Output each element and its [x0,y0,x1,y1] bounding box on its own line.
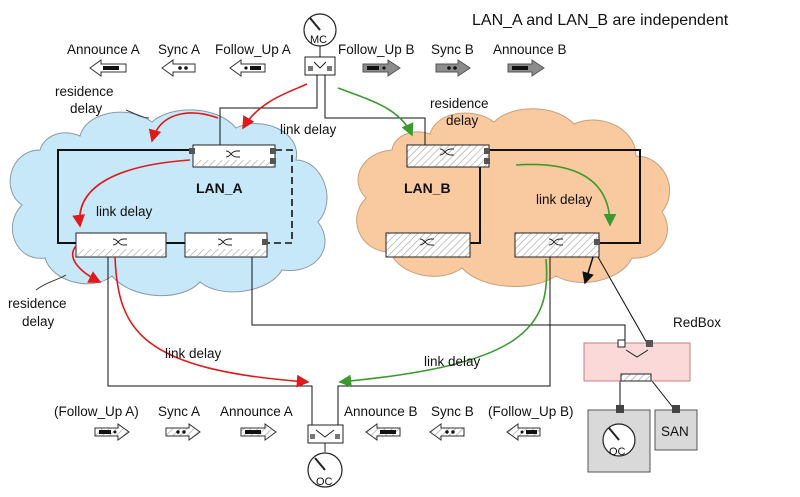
redbox-ordinary-clock: OC [587,405,651,473]
lan-b-label: LAN_B [404,180,451,196]
residence-delay-top-left-2: delay [70,101,103,116]
msg-bottom-sync-b: Sync B [431,404,474,419]
right-arrow-icon [165,423,201,441]
left-arrow-icon [161,59,196,77]
right-arrow-icon [240,423,277,441]
network-links [57,75,676,425]
ordinary-clock-bottom-label: OC [316,476,333,488]
left-arrow-icon [229,59,266,77]
annotations: residence delay residence delay residenc… [8,84,593,369]
ordinary-clock-bottom: OC [307,424,344,488]
msg-bottom-announce-b: Announce B [344,404,418,419]
msg-top-sync-a: Sync A [158,42,200,57]
msg-top-sync-b: Sync B [431,42,474,57]
msg-top-announce-a: Announce A [67,42,140,57]
messages-top-a: Announce A Sync A Follow_Up A [67,42,291,77]
lan-b-cloud [356,108,671,287]
msg-bottom-announce-a: Announce A [220,404,293,419]
switch-lan-b-right [514,232,600,258]
messages-bottom-a: (Follow_Up A) Sync A Announce A [54,404,293,441]
switch-lan-a-right [184,232,268,258]
msg-bottom-sync-a: Sync A [158,404,200,419]
switch-lan-b-left [385,232,471,258]
switch-lan-a-left [75,232,167,258]
residence-delay-left-2: delay [22,314,55,329]
link-delay-bottom-right: link delay [424,354,481,369]
msg-top-announce-b: Announce B [493,42,567,57]
left-arrow-icon [429,423,465,441]
left-arrow-icon [89,59,127,77]
master-clock: MC [303,13,337,76]
lan-a-timing-path [71,83,310,388]
msg-top-follow-up-b: Follow_Up B [338,42,415,57]
messages-top-b: Follow_Up B Sync B Announce B [338,42,567,77]
link-delay-a-mid: link delay [96,204,153,219]
residence-delay-top-left-1: residence [55,84,114,99]
right-arrow-icon [362,59,401,77]
residence-delay-top-right-1: residence [430,96,489,111]
left-arrow-icon [506,423,541,441]
link-delay-bottom-left: link delay [165,346,222,361]
lan-a-label: LAN_A [196,180,243,196]
right-arrow-icon [507,59,545,77]
master-clock-label: MC [310,34,327,46]
residence-delay-left-1: residence [8,296,67,311]
redbox-oc-label: OC [609,446,626,458]
redbox: RedBox [583,315,721,382]
link-delay-b: link delay [536,192,593,207]
san-label: SAN [661,424,689,439]
switch-lan-b-top [406,144,490,168]
redbox-label: RedBox [673,315,721,330]
residence-delay-top-right-2: delay [446,113,479,128]
lan-b-timing-path [337,87,617,388]
switch-lan-a-top [189,144,276,168]
left-arrow-icon [365,423,401,441]
right-arrow-icon [435,59,471,77]
link-delay-a-top: link delay [280,122,337,137]
page-title: LAN_A and LAN_B are independent [472,12,729,29]
msg-bottom-follow-up-b: (Follow_Up B) [488,404,574,419]
messages-bottom-b: Announce B Sync B (Follow_Up B) [344,404,574,441]
right-arrow-icon [94,423,130,441]
msg-bottom-follow-up-a: (Follow_Up A) [54,404,139,419]
san-node: SAN [654,405,698,451]
msg-top-follow-up-a: Follow_Up A [215,42,291,57]
